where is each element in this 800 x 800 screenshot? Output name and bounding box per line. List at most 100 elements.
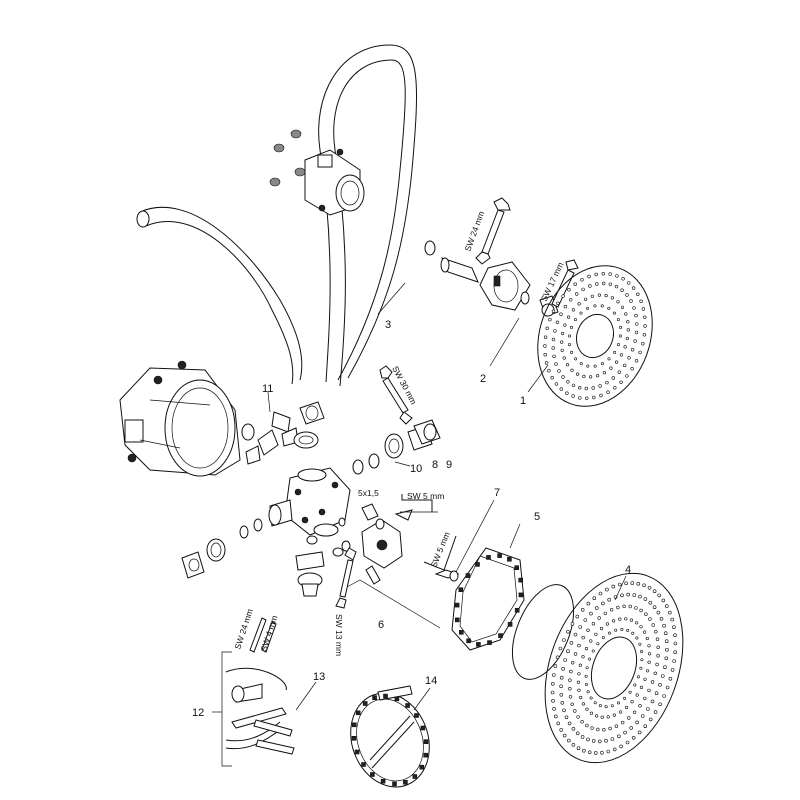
perforation-hole bbox=[630, 348, 635, 352]
perforation-hole bbox=[577, 386, 582, 390]
perforation-hole bbox=[551, 337, 556, 342]
perforation-hole bbox=[567, 721, 572, 726]
perforation-hole bbox=[603, 611, 607, 616]
perforation-hole bbox=[557, 369, 561, 373]
perforation-hole bbox=[617, 370, 621, 374]
perforation-hole bbox=[605, 622, 610, 626]
perforation-hole bbox=[634, 313, 638, 318]
frame-tab bbox=[370, 772, 375, 777]
perforation-hole bbox=[595, 374, 600, 378]
perforation-hole bbox=[579, 362, 583, 366]
perforation-hole bbox=[638, 350, 642, 355]
perforation-hole bbox=[593, 751, 598, 755]
hex-key-sw5 bbox=[400, 494, 438, 513]
perforation-hole bbox=[559, 312, 563, 316]
perforation-hole bbox=[569, 640, 574, 645]
perforation-hole bbox=[614, 628, 618, 632]
perforation-hole bbox=[643, 677, 647, 681]
frame-tab bbox=[454, 617, 460, 623]
perforation-hole bbox=[663, 631, 668, 636]
perforation-hole bbox=[642, 630, 647, 634]
part-11-clips bbox=[241, 391, 299, 465]
perforation-hole bbox=[586, 364, 590, 368]
perforation-hole bbox=[635, 322, 639, 326]
perforation-pattern-1 bbox=[543, 272, 647, 400]
frame-tab bbox=[475, 562, 480, 567]
perforation-hole bbox=[656, 654, 660, 658]
perforation-hole bbox=[543, 344, 547, 348]
perforation-hole bbox=[591, 621, 596, 626]
callout-8: 8 bbox=[432, 459, 438, 471]
perforation-hole bbox=[658, 682, 662, 687]
perforation-hole bbox=[625, 740, 630, 745]
perforation-hole bbox=[571, 308, 576, 312]
screw-set bbox=[269, 129, 306, 187]
perforation-hole bbox=[662, 623, 666, 628]
perforation-hole bbox=[581, 635, 585, 640]
perforation-hole bbox=[601, 272, 605, 276]
perforation-hole bbox=[591, 649, 595, 653]
perforation-hole bbox=[612, 713, 617, 717]
perforation-hole bbox=[634, 359, 639, 363]
perforation-hole bbox=[642, 583, 646, 588]
callout-13: 13 bbox=[313, 671, 325, 683]
perforation-hole bbox=[579, 695, 583, 700]
perforation-hole bbox=[601, 601, 605, 606]
perforation-hole bbox=[555, 655, 560, 660]
perforation-hole bbox=[636, 292, 640, 296]
perforation-hole bbox=[568, 695, 573, 699]
perforation-hole bbox=[643, 315, 647, 319]
perforation-hole bbox=[561, 294, 565, 298]
perforation-hole bbox=[673, 633, 677, 638]
perforation-hole bbox=[556, 721, 561, 726]
perforation-hole bbox=[611, 376, 615, 380]
perforation-hole bbox=[586, 737, 590, 742]
perforation-hole bbox=[548, 317, 552, 322]
perforation-hole bbox=[624, 617, 628, 621]
perforation-hole bbox=[606, 749, 611, 754]
perforation-hole bbox=[594, 714, 599, 718]
perforation-hole bbox=[641, 342, 645, 346]
perforation-hole bbox=[623, 730, 627, 735]
perforation-hole bbox=[643, 324, 647, 328]
perforation-hole bbox=[661, 598, 666, 603]
callout-2: 2 bbox=[480, 373, 486, 385]
perforation-hole bbox=[568, 678, 572, 682]
wrench-sw30 bbox=[379, 365, 413, 425]
perforation-hole bbox=[607, 631, 611, 635]
perforation-hole bbox=[545, 326, 549, 330]
perforation-hole bbox=[558, 646, 563, 651]
label-sw24-bottom: SW 24 mm bbox=[232, 608, 254, 651]
sealing-ring-upper bbox=[293, 431, 319, 449]
perforation-hole bbox=[587, 274, 591, 279]
callout-6-bracket bbox=[344, 579, 441, 629]
perforation-hole bbox=[618, 617, 622, 621]
perforation-hole bbox=[640, 649, 644, 653]
perforation-hole bbox=[598, 704, 602, 708]
perforation-hole bbox=[581, 702, 586, 706]
perforation-hole bbox=[584, 646, 589, 651]
perforation-hole bbox=[583, 618, 588, 622]
perforation-hole bbox=[613, 350, 617, 354]
perforation-hole bbox=[567, 343, 571, 347]
perforation-hole bbox=[599, 393, 603, 398]
perforation-hole bbox=[665, 647, 669, 652]
basic-body-housing bbox=[119, 360, 241, 477]
perforation-hole bbox=[604, 294, 608, 298]
perforation-hole bbox=[582, 748, 586, 753]
perforation-hole bbox=[553, 329, 557, 333]
perforation-hole bbox=[581, 287, 585, 292]
callout-9: 9 bbox=[446, 459, 452, 471]
perforation-hole bbox=[559, 387, 563, 391]
frame-tab bbox=[476, 642, 481, 647]
perforation-hole bbox=[564, 715, 569, 720]
perforation-hole bbox=[580, 278, 584, 282]
part-1-cover-plate bbox=[527, 265, 653, 407]
perforation-hole bbox=[622, 363, 627, 368]
frame-tab bbox=[351, 722, 357, 728]
perforation-hole bbox=[590, 726, 594, 730]
wrench-sw24-top bbox=[475, 197, 511, 265]
perforation-hole bbox=[566, 315, 571, 319]
perforation-hole bbox=[578, 396, 582, 400]
perforation-hole bbox=[626, 628, 630, 632]
